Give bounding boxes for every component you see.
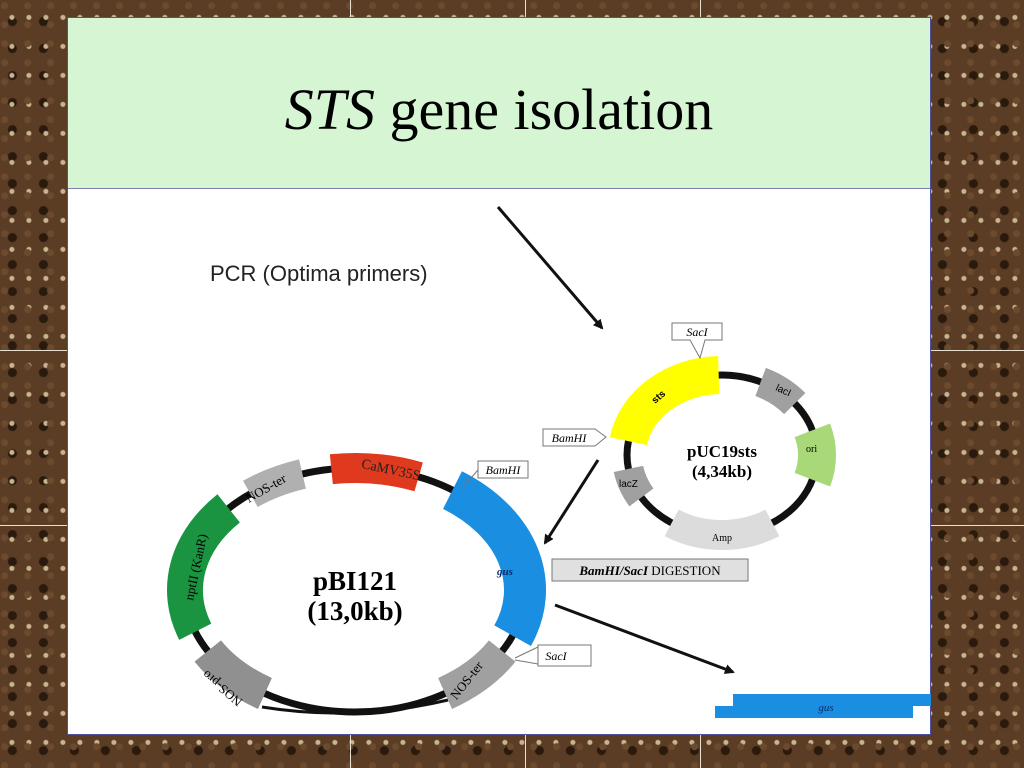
pbi121-inner-line — [261, 698, 449, 715]
digestion-arrow — [543, 459, 600, 545]
slide-panel: STS gene isolation — [67, 17, 931, 735]
gus-segment — [442, 471, 546, 646]
ori-segment-label: ori — [806, 444, 817, 455]
title-band: STS gene isolation — [68, 18, 930, 189]
slide-title: STS gene isolation — [68, 76, 930, 143]
svg-text:BamHI/SacI DIGESTION: BamHI/SacI DIGESTION — [578, 563, 721, 578]
title-italic: STS — [284, 77, 375, 142]
camv35s-segment — [329, 453, 423, 492]
pbi121-bamhi-label: BamHI — [486, 463, 522, 477]
gus-fragment-label: gus — [818, 702, 833, 714]
puc19-saci-label: SacI — [686, 325, 708, 339]
puc19-bamhi-site: BamHI — [542, 428, 607, 447]
fragment-arrow — [554, 603, 735, 674]
puc19-bamhi-label: BamHI — [552, 431, 588, 445]
puc19-size: (4,34kb) — [692, 462, 752, 481]
digestion-box: BamHI/SacI DIGESTION — [551, 558, 749, 582]
ori-segment — [794, 423, 836, 487]
nos-pro-segment — [194, 639, 273, 709]
lacz-segment-label: lacZ — [619, 479, 638, 490]
amp-segment — [664, 509, 780, 550]
pbi121-name: pBI121 — [313, 566, 397, 596]
puc19-name: pUC19sts — [687, 442, 757, 461]
pbi121-saci-site: SacI — [514, 644, 592, 667]
title-rest: gene isolation — [375, 77, 714, 142]
amp-segment-label: Amp — [712, 533, 732, 544]
lacz-segment — [613, 465, 654, 507]
pcr-arrow — [496, 206, 604, 330]
nptii-segment — [167, 494, 241, 640]
laci-segment — [754, 367, 806, 415]
sts-segment — [609, 356, 720, 446]
pbi121-size: (13,0kb) — [307, 596, 402, 626]
digestion-word: DIGESTION — [648, 563, 721, 578]
pcr-label: PCR (Optima primers) — [210, 261, 428, 286]
gus-fragment: gus — [715, 694, 931, 718]
pbi121-saci-label: SacI — [545, 649, 567, 663]
nos-ter-right-segment — [437, 639, 516, 709]
puc19-saci-site: SacI — [671, 322, 723, 360]
digestion-enzymes: BamHI/SacI — [578, 563, 649, 578]
pbi121-bamhi-site: BamHI — [462, 460, 529, 488]
nos-ter-top-segment — [243, 459, 307, 508]
gus-segment-label: gus — [496, 566, 513, 578]
